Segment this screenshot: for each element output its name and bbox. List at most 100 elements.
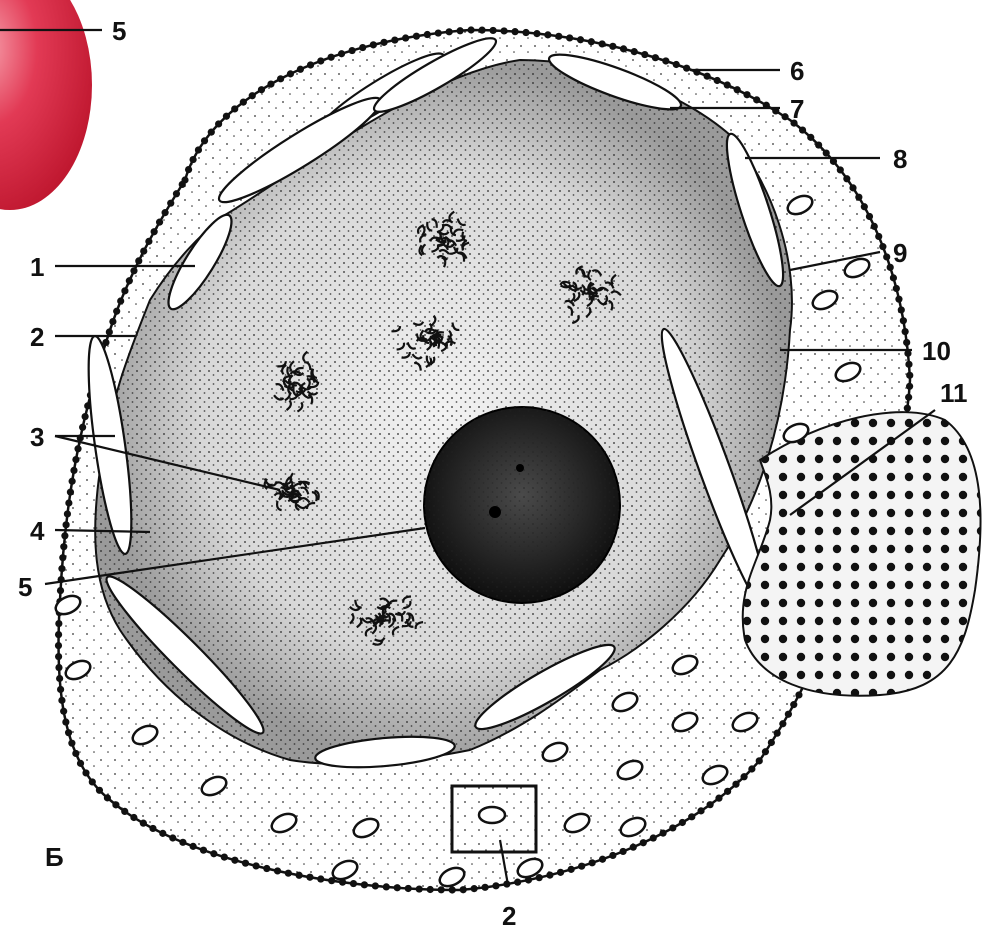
- surface-bump: [511, 28, 518, 35]
- surface-bump: [557, 869, 564, 876]
- surface-bump: [732, 781, 739, 788]
- label-7: 7: [790, 94, 804, 124]
- surface-bump: [785, 711, 792, 718]
- surface-bump: [566, 34, 573, 41]
- surface-bump: [145, 238, 152, 245]
- surface-bump: [883, 253, 890, 260]
- surface-bump: [179, 181, 186, 188]
- surface-bump: [779, 720, 786, 727]
- surface-bump: [258, 86, 265, 93]
- surface-bump: [57, 686, 64, 693]
- surface-bump: [446, 28, 453, 35]
- surface-bump: [843, 175, 850, 182]
- surface-bump: [413, 33, 420, 40]
- surface-bump: [620, 45, 627, 52]
- surface-bump: [599, 40, 606, 47]
- surface-bump: [140, 247, 147, 254]
- surface-bump: [536, 874, 543, 881]
- surface-bump: [296, 872, 303, 879]
- surface-bump: [568, 866, 575, 873]
- surface-bump: [215, 120, 222, 127]
- surface-bump: [70, 467, 77, 474]
- surface-bump: [641, 51, 648, 58]
- surface-bump: [82, 769, 89, 776]
- surface-bump: [743, 91, 750, 98]
- surface-bump: [383, 883, 390, 890]
- surface-bump: [460, 886, 467, 893]
- surface-bump: [179, 839, 186, 846]
- label-4: 4: [30, 516, 45, 546]
- surface-bump: [307, 61, 314, 68]
- surface-bump: [285, 870, 292, 877]
- label-8: 8: [893, 144, 907, 174]
- surface-bump: [849, 184, 856, 191]
- surface-bump: [69, 478, 76, 485]
- surface-bump: [135, 257, 142, 264]
- surface-bump: [113, 308, 120, 315]
- surface-bump: [905, 361, 912, 368]
- surface-bump: [195, 146, 202, 153]
- surface-bump: [62, 521, 69, 528]
- surface-bump: [55, 620, 62, 627]
- surface-bump: [652, 54, 659, 61]
- surface-bump: [65, 499, 72, 506]
- surface-bump: [348, 47, 355, 54]
- surface-bump: [149, 825, 156, 832]
- surface-bump: [74, 445, 81, 452]
- surface-bump: [609, 43, 616, 50]
- surface-bump: [121, 808, 128, 815]
- surface-bump: [514, 879, 521, 886]
- surface-bump: [449, 886, 456, 893]
- surface-bump: [815, 141, 822, 148]
- surface-bump: [533, 30, 540, 37]
- surface-bump: [338, 50, 345, 57]
- surface-bump: [673, 61, 680, 68]
- surface-bump: [121, 287, 128, 294]
- surface-bump: [588, 38, 595, 45]
- surface-bump: [167, 200, 174, 207]
- surface-bump: [57, 587, 64, 594]
- surface-bump: [640, 839, 647, 846]
- surface-bump: [630, 844, 637, 851]
- surface-bump: [631, 48, 638, 55]
- surface-bump: [500, 27, 507, 34]
- surface-bump: [200, 847, 207, 854]
- surface-bump: [109, 318, 116, 325]
- label-10: 10: [922, 336, 951, 366]
- surface-bump: [753, 96, 760, 103]
- surface-bump: [159, 830, 166, 837]
- surface-bump: [795, 691, 802, 698]
- surface-bump: [619, 848, 626, 855]
- label-3: 3: [30, 422, 44, 452]
- surface-bump: [277, 75, 284, 82]
- surface-bump: [871, 223, 878, 230]
- surface-bump: [231, 857, 238, 864]
- surface-bump: [317, 875, 324, 882]
- surface-bump: [317, 57, 324, 64]
- surface-bump: [774, 730, 781, 737]
- surface-bump: [855, 194, 862, 201]
- surface-bump: [67, 489, 74, 496]
- label-1: 1: [30, 252, 44, 282]
- surface-bump: [555, 33, 562, 40]
- surface-bump: [169, 834, 176, 841]
- surface-bump: [391, 36, 398, 43]
- surface-bump: [457, 27, 464, 34]
- surface-bump: [905, 394, 912, 401]
- surface-bump: [210, 850, 217, 857]
- surface-bump: [126, 277, 133, 284]
- surface-bump: [823, 149, 830, 156]
- surface-bump: [201, 137, 208, 144]
- surface-bump: [697, 807, 704, 814]
- surface-bump: [688, 813, 695, 820]
- surface-bump: [185, 166, 192, 173]
- surface-bump: [679, 819, 686, 826]
- surface-bump: [781, 113, 788, 120]
- surface-bump: [173, 190, 180, 197]
- surface-bump: [902, 328, 909, 335]
- surface-bump: [904, 405, 911, 412]
- surface-bump: [72, 750, 79, 757]
- surface-bump: [898, 306, 905, 313]
- surface-bump: [263, 865, 270, 872]
- surface-bump: [807, 134, 814, 141]
